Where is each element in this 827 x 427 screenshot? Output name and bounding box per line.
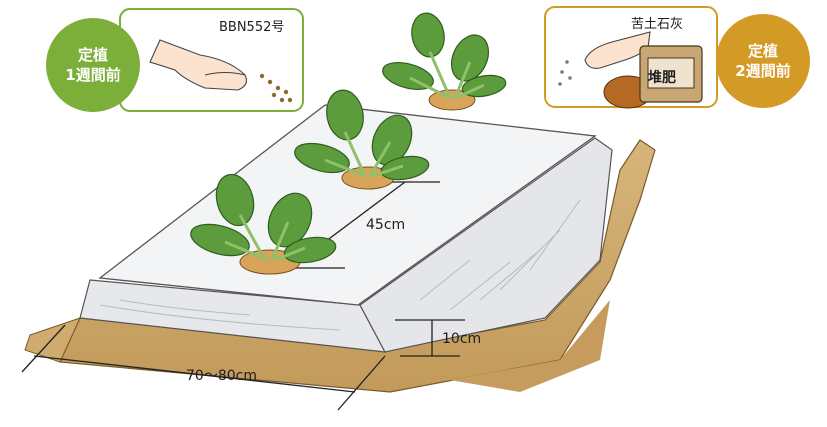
- bed-height-label: 10cm: [442, 331, 481, 347]
- badge-line-1: 定植: [748, 41, 778, 61]
- fertilizer-label: BBN552号: [219, 16, 284, 35]
- badge-line-1: 定植: [78, 45, 108, 65]
- planting-2-weeks-before-badge: 定植 2週間前: [716, 14, 810, 108]
- plant-back: [380, 11, 508, 100]
- compost-label: 堆肥: [648, 67, 676, 87]
- badge-line-2: 2週間前: [735, 61, 790, 81]
- bed-width-label: 70～80cm: [186, 365, 257, 385]
- planting-1-week-before-badge: 定植 1週間前: [46, 18, 140, 112]
- lime-label: 苦土石灰: [631, 13, 683, 32]
- badge-line-2: 1週間前: [65, 65, 120, 85]
- plant-spacing-label: 45cm: [366, 217, 405, 233]
